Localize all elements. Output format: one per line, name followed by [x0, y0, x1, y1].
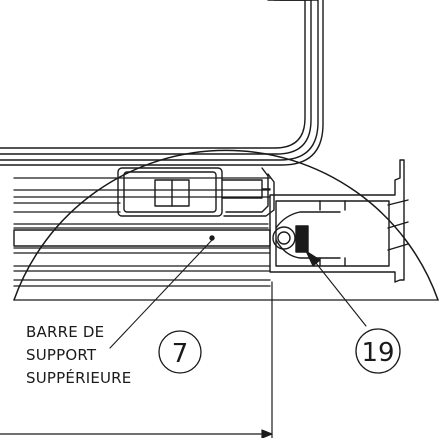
- window-frame-corner: [0, 0, 324, 166]
- leader-support-bar: [109, 239, 213, 349]
- label-line-1: BARRE DE: [26, 323, 104, 341]
- label-line-2: SUPPORT: [26, 346, 97, 364]
- balloon-19: 19: [355, 328, 401, 374]
- rail-stack: [13, 177, 271, 287]
- clip-fastener: [272, 225, 309, 253]
- balloon-7-number: 7: [172, 339, 189, 369]
- end-profile-extrusion: [269, 159, 409, 283]
- balloon-7: 7: [158, 330, 202, 374]
- detail-circle-boundary: [13, 149, 439, 301]
- balloon-19-number: 19: [361, 338, 394, 368]
- spring-clip: [223, 167, 275, 217]
- leader-fastener: [305, 250, 367, 327]
- dimension-line: [0, 281, 273, 439]
- label-line-3: SUPPÉRIEURE: [26, 368, 131, 387]
- roller-block: [117, 167, 271, 217]
- support-bar-leader-dot: [209, 235, 215, 241]
- support-bar-callout-label: BARRE DE SUPPORT SUPPÉRIEURE: [26, 323, 131, 387]
